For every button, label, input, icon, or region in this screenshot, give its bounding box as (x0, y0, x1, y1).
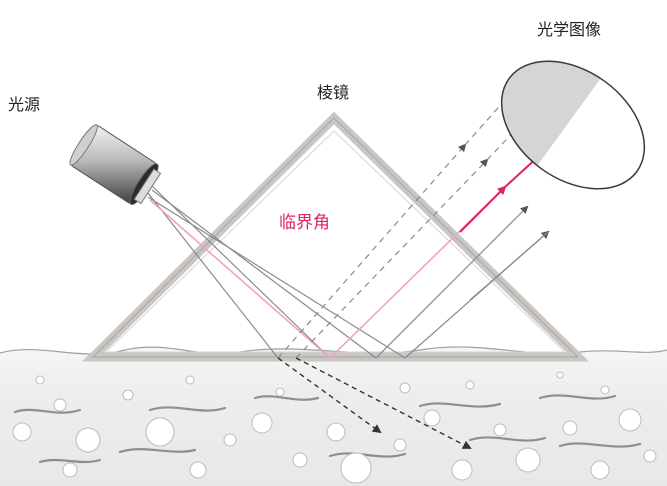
critical-angle-label: 临界角 (279, 213, 330, 233)
optical-image-label: 光学图像 (537, 20, 602, 39)
critical-ray-incident (149, 199, 331, 359)
refracted-rays (277, 357, 472, 449)
prism-label: 棱镜 (317, 83, 350, 102)
dashed-reflected-rays (277, 99, 521, 359)
light-source-lamp (69, 124, 162, 206)
optical-image-screen (477, 34, 646, 190)
liquid-sample (0, 346, 667, 486)
incident-rays (147, 185, 406, 359)
prism (82, 111, 590, 362)
reflected-rays (375, 205, 550, 359)
light-source-label: 光源 (8, 95, 41, 114)
